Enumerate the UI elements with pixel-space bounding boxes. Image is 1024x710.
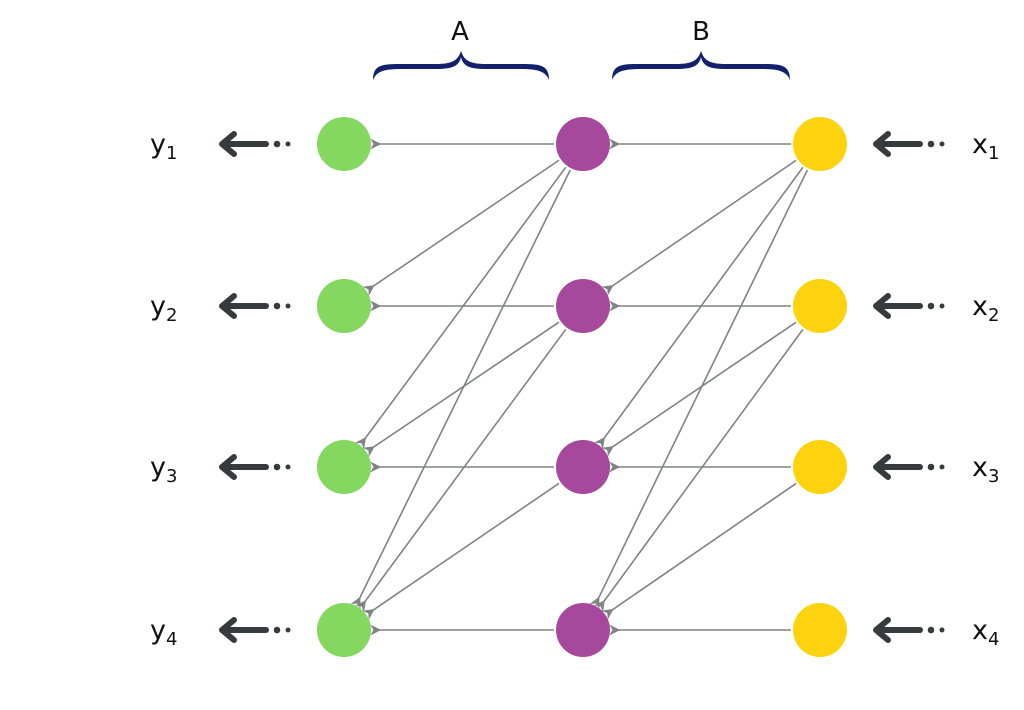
output-label-2: y2: [150, 291, 177, 326]
input-arrow-2: [873, 293, 945, 319]
hidden-node-2: [556, 279, 610, 333]
output-node-2: [317, 279, 371, 333]
input-arrow-1: [873, 131, 945, 157]
output-label-base: y: [150, 291, 166, 322]
output-node-3: [317, 440, 371, 494]
group-label-b: B: [692, 17, 710, 47]
input-hidden-edge-3-to-4: [601, 482, 797, 620]
input-label-2: x2: [972, 291, 999, 326]
input-label-subscript: 2: [988, 305, 999, 326]
input-label-4: x4: [972, 615, 999, 650]
hidden-node-1: [556, 117, 610, 171]
output-label-subscript: 3: [166, 466, 177, 487]
group-label-a: A: [451, 17, 469, 47]
input-label-3: x3: [972, 452, 999, 487]
input-label-subscript: 4: [988, 629, 999, 650]
hidden-node-3: [556, 440, 610, 494]
output-label-1: y1: [150, 129, 177, 164]
output-label-base: y: [150, 615, 166, 646]
hidden-output-edge-3-to-4: [362, 482, 560, 620]
input-hidden-edge-2-to-3: [601, 321, 797, 457]
output-arrow-4: [219, 617, 291, 643]
input-hidden-edge-2-to-4: [594, 328, 804, 613]
input-arrow-4: [873, 617, 945, 643]
hidden-output-edge-2-to-4: [355, 328, 567, 613]
input-label-base: x: [972, 452, 988, 483]
input-label-base: x: [972, 291, 988, 322]
input-hidden-edge-1-to-2: [601, 159, 797, 296]
output-arrow-2: [219, 293, 291, 319]
input-node-3: [793, 440, 847, 494]
output-arrow-1: [219, 131, 291, 157]
output-label-subscript: 1: [166, 143, 177, 164]
input-label-subscript: 1: [988, 143, 999, 164]
nodes-layer: [317, 117, 847, 657]
output-label-subscript: 4: [166, 629, 177, 650]
input-arrow-3: [873, 454, 945, 480]
input-label-base: x: [972, 129, 988, 160]
hidden-output-edge-1-to-4: [350, 169, 571, 609]
brace-b: [612, 51, 790, 80]
hidden-output-edge-2-to-3: [362, 321, 560, 457]
input-label-subscript: 3: [988, 466, 999, 487]
output-label-subscript: 2: [166, 305, 177, 326]
hidden-output-edge-1-to-3: [355, 166, 567, 450]
input-label-1: x1: [972, 129, 999, 164]
output-arrow-3: [219, 454, 291, 480]
hidden-output-edge-1-to-2: [362, 159, 560, 296]
output-node-1: [317, 117, 371, 171]
output-label-4: y4: [150, 615, 177, 650]
input-label-base: x: [972, 615, 988, 646]
input-node-1: [793, 117, 847, 171]
input-hidden-edge-1-to-3: [594, 166, 804, 450]
output-label-3: y3: [150, 452, 177, 487]
edges-layer: [350, 138, 809, 636]
input-node-2: [793, 279, 847, 333]
input-hidden-edge-1-to-4: [589, 169, 809, 609]
output-label-base: y: [150, 452, 166, 483]
hidden-node-4: [556, 603, 610, 657]
brace-a: [373, 51, 549, 80]
input-node-4: [793, 603, 847, 657]
output-label-base: y: [150, 129, 166, 160]
output-node-4: [317, 603, 371, 657]
